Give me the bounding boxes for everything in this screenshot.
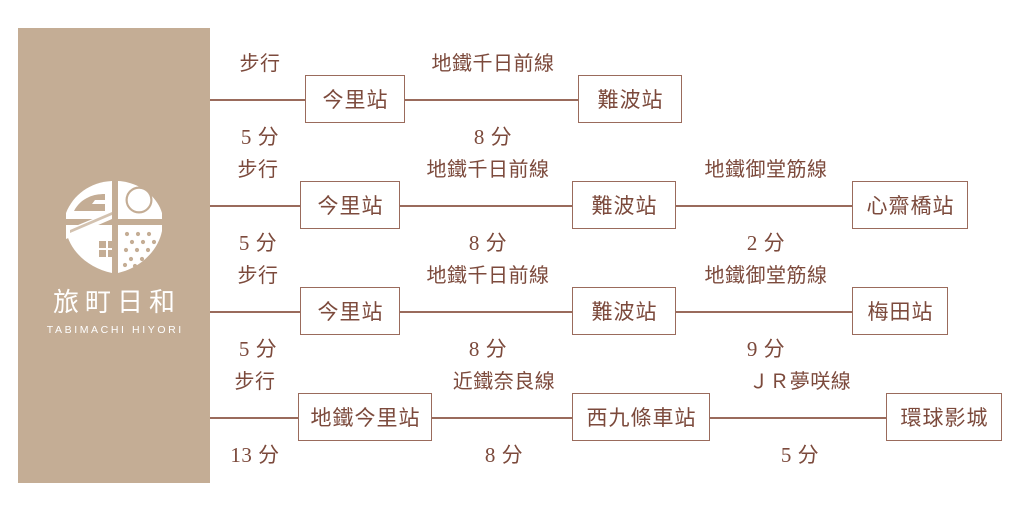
brand-subtitle: TABIMACHI HIYORI bbox=[46, 324, 184, 337]
station-node[interactable]: 西九條車站 bbox=[572, 393, 710, 441]
station-node[interactable]: 心齋橋站 bbox=[852, 181, 968, 229]
segment-mode-label: ＪＲ夢咲線 bbox=[748, 369, 852, 393]
station-node[interactable]: 今里站 bbox=[300, 287, 400, 335]
brand-panel-content: 旅町日和 TABIMACHI HIYORI bbox=[18, 28, 210, 483]
station-node[interactable]: 難波站 bbox=[578, 75, 682, 123]
segment-mode-label: 地鐵御堂筋線 bbox=[704, 263, 828, 287]
route-row: 步行 5 分 今里站 地鐵千日前線 8 分 難波站 地鐵御堂筋線 2 分 心齋橋… bbox=[210, 153, 1024, 259]
segment-duration-label: 5 分 bbox=[238, 231, 278, 255]
route-row: 步行 5 分 今里站 地鐵千日前線 8 分 難波站 地鐵御堂筋線 9 分 梅田站 bbox=[210, 259, 1024, 365]
station-node[interactable]: 今里站 bbox=[305, 75, 405, 123]
segment-duration-label: 2 分 bbox=[746, 231, 786, 255]
segment-mode-label: 步行 bbox=[234, 369, 276, 393]
brand-name: 旅町日和 bbox=[52, 287, 181, 318]
station-node[interactable]: 梅田站 bbox=[852, 287, 948, 335]
brand-panel: 旅町日和 TABIMACHI HIYORI bbox=[18, 28, 210, 483]
route-row: 步行 5 分 今里站 地鐵千日前線 8 分 難波站 bbox=[210, 47, 1024, 153]
segment-duration-label: 8 分 bbox=[484, 443, 524, 467]
segment-mode-label: 地鐵千日前線 bbox=[426, 157, 550, 181]
segment-duration-label: 5 分 bbox=[780, 443, 820, 467]
segment-duration-label: 8 分 bbox=[468, 337, 508, 361]
segment-duration-label: 9 分 bbox=[746, 337, 786, 361]
station-node[interactable]: 今里站 bbox=[300, 181, 400, 229]
station-node[interactable]: 地鐵今里站 bbox=[298, 393, 432, 441]
segment-duration-label: 8 分 bbox=[468, 231, 508, 255]
route-rail bbox=[210, 99, 682, 101]
segment-mode-label: 地鐵御堂筋線 bbox=[704, 157, 828, 181]
segment-duration-label: 8 分 bbox=[473, 125, 513, 149]
segment-mode-label: 步行 bbox=[237, 263, 279, 287]
station-node[interactable]: 環球影城 bbox=[886, 393, 1002, 441]
segment-mode-label: 地鐵千日前線 bbox=[431, 51, 555, 75]
segment-mode-label: 地鐵千日前線 bbox=[426, 263, 550, 287]
segment-duration-label: 13 分 bbox=[230, 443, 280, 467]
segment-mode-label: 步行 bbox=[237, 157, 279, 181]
segment-mode-label: 近鐵奈良線 bbox=[452, 369, 556, 393]
segment-duration-label: 5 分 bbox=[240, 125, 280, 149]
station-node[interactable]: 難波站 bbox=[572, 287, 676, 335]
segment-mode-label: 步行 bbox=[239, 51, 281, 75]
station-node[interactable]: 難波站 bbox=[572, 181, 676, 229]
shield-house-logo-icon bbox=[62, 175, 166, 279]
route-diagram: 步行 5 分 今里站 地鐵千日前線 8 分 難波站 步行 5 分 今里站 地鐵千… bbox=[210, 0, 1024, 512]
route-row: 步行 13 分 地鐵今里站 近鐵奈良線 8 分 西九條車站 ＪＲ夢咲線 5 分 … bbox=[210, 365, 1024, 471]
segment-duration-label: 5 分 bbox=[238, 337, 278, 361]
